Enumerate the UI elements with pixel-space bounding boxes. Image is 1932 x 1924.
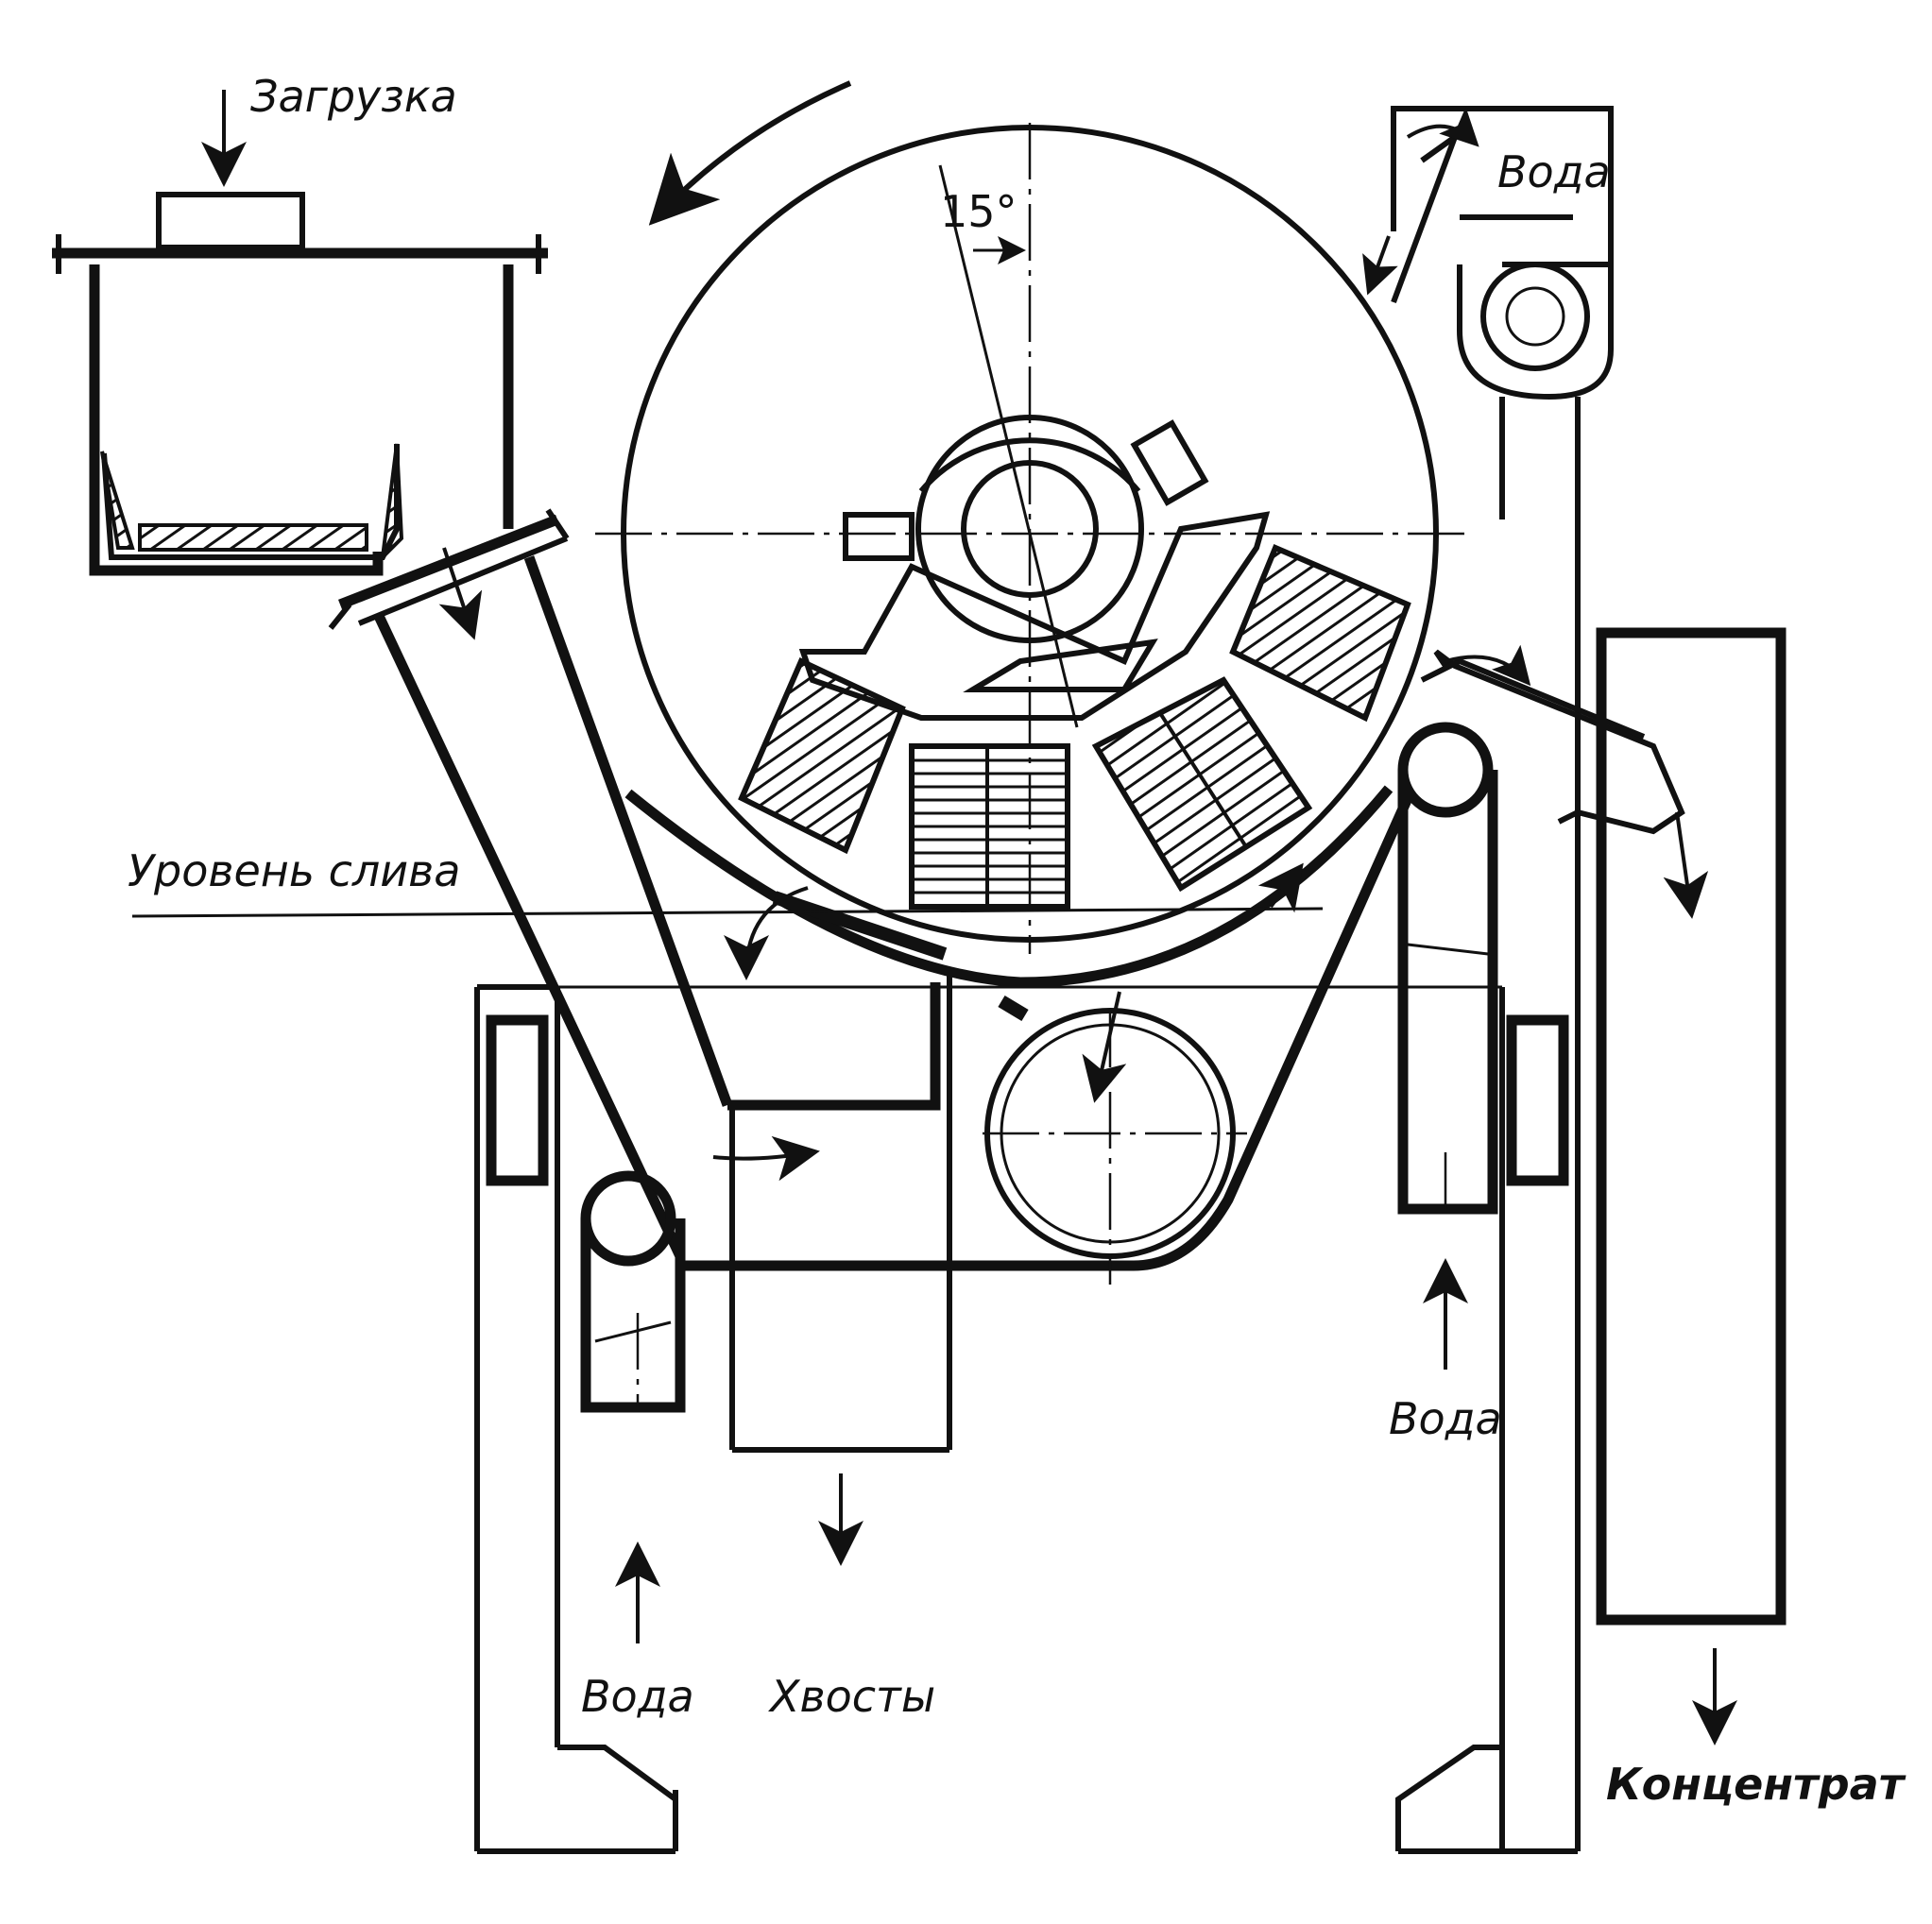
label-tails: Хвосты <box>768 1671 935 1722</box>
rotation-arrow <box>648 80 852 226</box>
magnet-block-right-center <box>1091 676 1313 893</box>
label-water-bottom-left: Вода <box>581 1671 694 1722</box>
right-water-roll <box>1397 722 1498 1215</box>
label-loading: Загрузка <box>250 71 457 122</box>
label-overflow-level: Уровень слива <box>128 845 460 896</box>
label-angle: 15° <box>940 186 1017 237</box>
concentrate-chute <box>1420 627 1787 1626</box>
magnetic-drum <box>595 123 1464 954</box>
magnet-block-center <box>909 743 1070 910</box>
magnet-block-left <box>738 656 906 855</box>
water-box-top <box>1362 106 1614 557</box>
separator-bath <box>131 557 1581 1854</box>
flow-arrows <box>201 90 1737 1745</box>
feed-hopper <box>52 192 733 1259</box>
label-water-top: Вода <box>1497 146 1611 197</box>
magnet-block-right <box>1229 544 1411 723</box>
label-water-bottom-right: Вода <box>1389 1393 1502 1444</box>
left-water-roll <box>580 1170 686 1413</box>
label-concentrate: Концентрат <box>1606 1759 1906 1810</box>
